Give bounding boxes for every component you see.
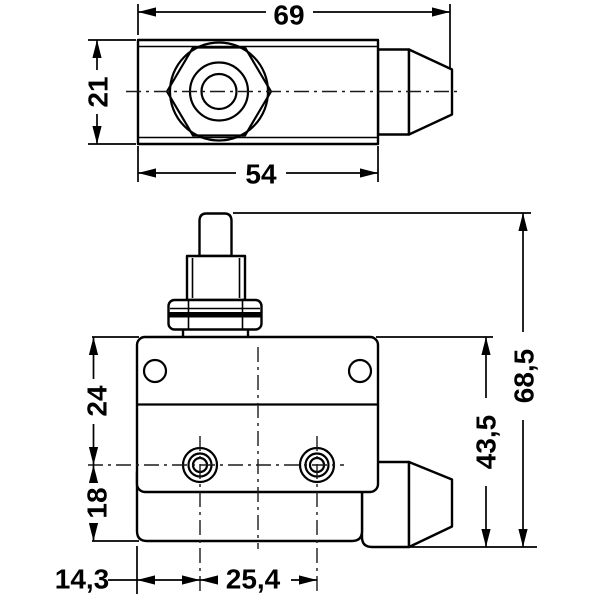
dim-top-to-axis: 24 <box>82 337 113 465</box>
front-view: 24 18 14,3 25,4 <box>55 212 540 596</box>
top-gland-cone <box>407 48 454 136</box>
arrowhead-right <box>432 7 450 17</box>
plunger-bushing <box>185 254 247 302</box>
arrowhead-down <box>481 529 491 547</box>
arrowhead-left <box>137 575 155 585</box>
dim-edge-to-hole: 14,3 <box>55 564 200 595</box>
arrowhead-right <box>299 575 317 585</box>
arrowhead-up <box>518 213 528 231</box>
dim-top-to-axis-label: 24 <box>82 385 113 417</box>
arrowhead-right <box>182 575 200 585</box>
arrowhead-up <box>88 465 99 483</box>
arrowhead-right <box>360 168 378 178</box>
dim-edge-to-hole-label: 14,3 <box>55 564 110 595</box>
arrowhead-left <box>200 575 218 585</box>
top-view: 69 21 54 <box>83 0 462 190</box>
cover-screw-left <box>142 358 168 384</box>
front-gland-cone <box>407 460 454 549</box>
plunger-hole-circle <box>200 72 238 111</box>
arrowhead-down <box>518 529 528 547</box>
flange-seal-band <box>169 312 261 318</box>
arrowhead-down <box>88 523 99 541</box>
dim-overall-height-label: 68,5 <box>509 349 540 404</box>
arrowhead-left <box>138 7 156 17</box>
dim-body-length-label: 54 <box>245 159 277 190</box>
arrowhead-up <box>481 337 491 355</box>
dim-body-height: 43,5 <box>471 337 502 547</box>
cover-screw-right <box>347 358 373 384</box>
arrowhead-left <box>138 168 156 178</box>
dim-axis-to-bottom: 18 <box>82 465 113 541</box>
dim-overall-height: 68,5 <box>509 213 540 547</box>
dim-top-height-label: 21 <box>83 76 114 107</box>
dim-overall-length-label: 69 <box>273 0 304 31</box>
dim-top-height: 21 <box>83 39 136 145</box>
dim-body-height-label: 43,5 <box>471 415 502 470</box>
dim-hole-spacing-label: 25,4 <box>226 564 281 595</box>
dim-axis-to-bottom-label: 18 <box>82 487 113 518</box>
plunger-assembly <box>167 212 263 340</box>
arrowhead-down <box>88 447 99 465</box>
dim-overall-length: 69 <box>137 0 451 68</box>
arrowhead-up <box>92 40 102 58</box>
dim-body-length: 54 <box>137 146 379 190</box>
arrowhead-up <box>88 337 99 355</box>
dim-hole-spacing: 25,4 <box>200 564 317 595</box>
arrowhead-down <box>92 126 102 144</box>
plunger-pin <box>198 212 233 258</box>
